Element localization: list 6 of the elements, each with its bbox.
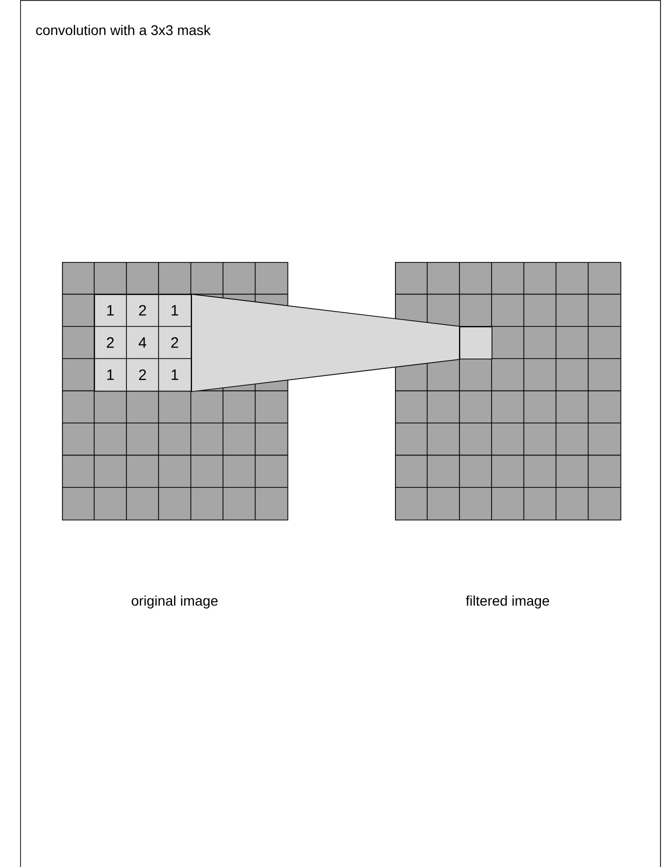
target-pixel bbox=[459, 326, 492, 360]
image-caption: original image bbox=[132, 595, 218, 609]
pixel-grid bbox=[394, 262, 622, 520]
title: convolution with a 3x3 mask bbox=[36, 24, 211, 36]
mask-grid: 1 2 1 2 4 2 1 2 1 bbox=[94, 294, 192, 392]
image-caption: filtered image bbox=[466, 595, 550, 609]
